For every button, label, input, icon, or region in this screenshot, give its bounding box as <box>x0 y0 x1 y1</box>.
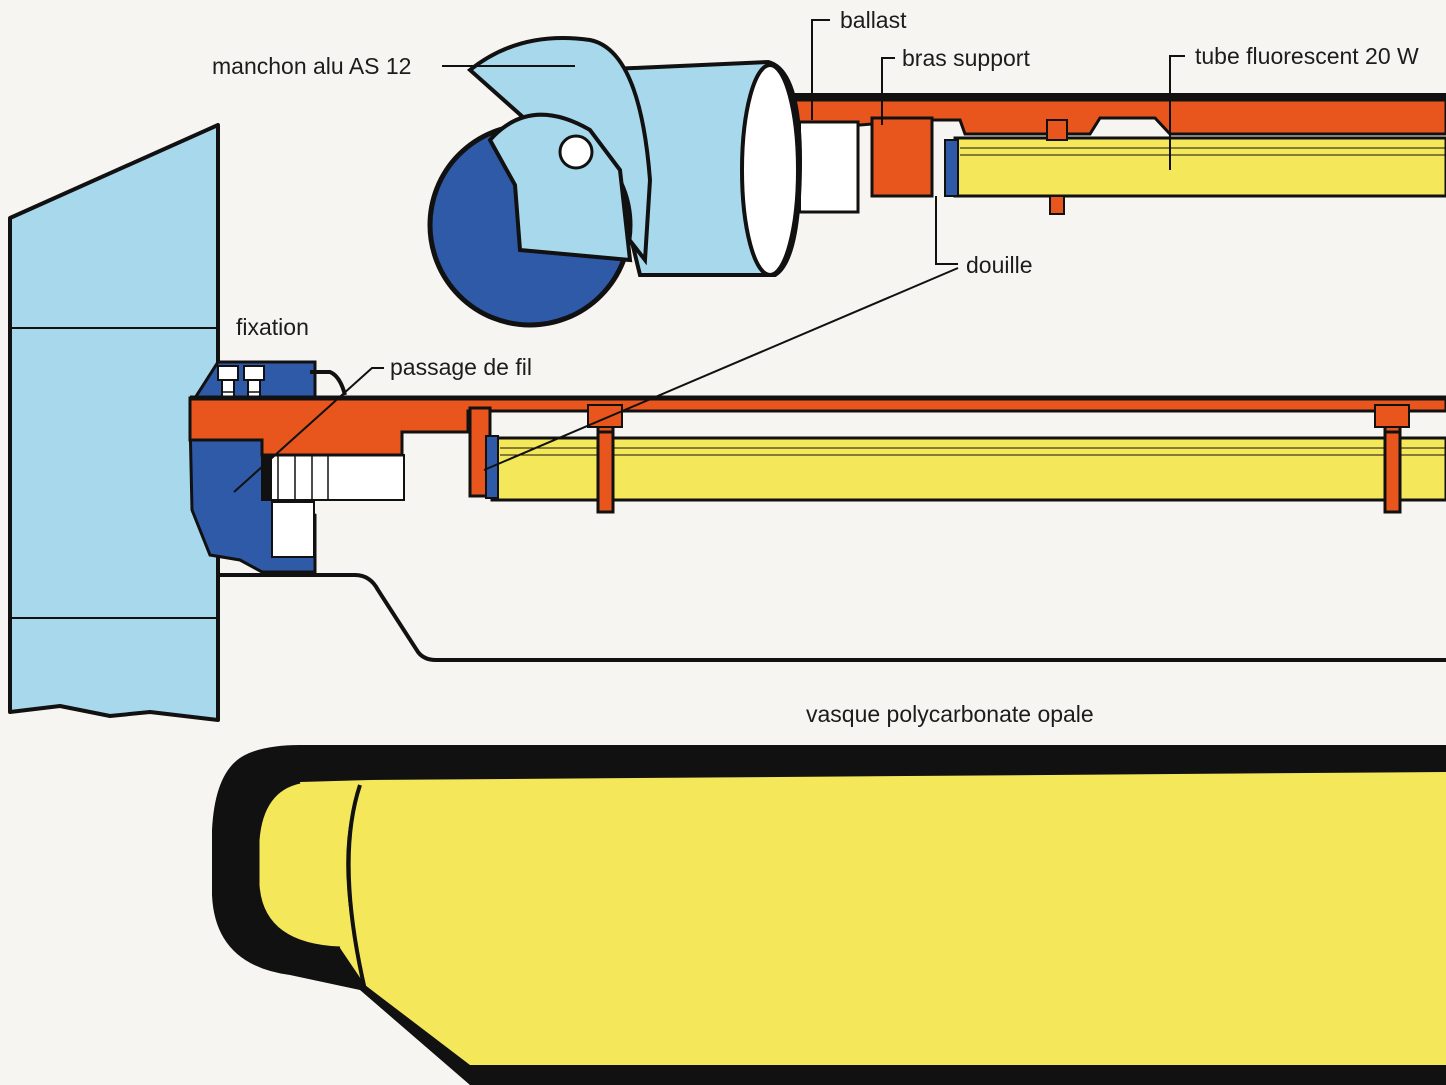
label-bras-support: bras support <box>902 45 1030 71</box>
top-housing <box>738 93 1446 215</box>
label-passage-de-fil: passage de fil <box>390 354 532 380</box>
manchon-sleeve <box>427 36 803 328</box>
leader-lines <box>233 19 1185 493</box>
label-ballast: ballast <box>840 7 907 33</box>
vasque-diffuser <box>212 745 1446 1085</box>
lower-housing <box>218 370 1446 662</box>
fixation-assembly <box>188 360 405 574</box>
label-tube-fluorescent: tube fluorescent 20 W <box>1195 43 1419 69</box>
wall-mount <box>8 123 220 722</box>
label-douille: douille <box>966 252 1033 278</box>
label-fixation: fixation <box>236 314 309 340</box>
mid-tube <box>485 430 1446 514</box>
label-vasque: vasque polycarbonate opale <box>806 701 1094 727</box>
label-manchon: manchon alu AS 12 <box>212 53 412 79</box>
